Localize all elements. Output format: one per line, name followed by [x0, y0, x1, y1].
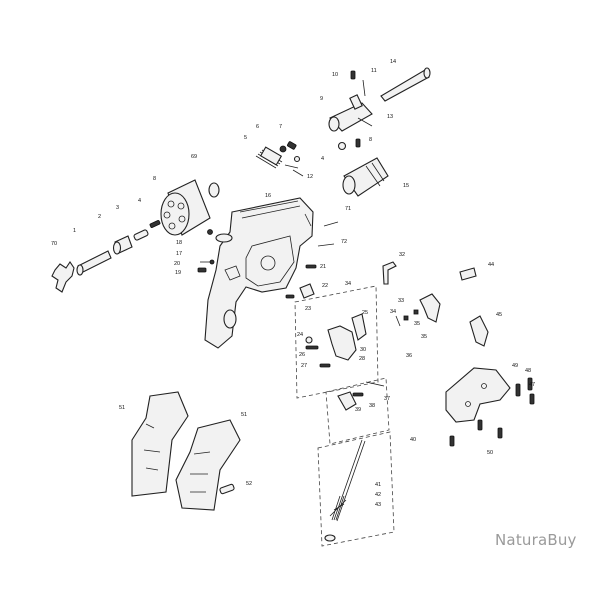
- part-number-44: 44: [488, 262, 494, 268]
- part-number-40: 40: [410, 437, 416, 443]
- part-number-12: 12: [307, 174, 313, 180]
- part-number-41: 41: [375, 482, 381, 488]
- part-number-20: 20: [174, 261, 180, 267]
- part-number-14: 14: [390, 59, 396, 65]
- part-number-9: 9: [320, 96, 323, 102]
- part-number-1: 1: [73, 228, 76, 234]
- part-number-38: 38: [369, 403, 375, 409]
- part-number-34: 34: [345, 281, 351, 287]
- part-number-4b: 4: [138, 198, 141, 204]
- part-number-27: 27: [301, 363, 307, 369]
- part-number-36: 36: [406, 353, 412, 359]
- part-number-71: 71: [345, 206, 351, 212]
- part-number-30: 30: [360, 347, 366, 353]
- side-plate: [445, 367, 535, 447]
- part-number-18: 18: [176, 240, 182, 246]
- cylinder-assembly: [51, 179, 220, 293]
- part-number-49: 49: [512, 363, 518, 369]
- part-number-69: 69: [191, 154, 197, 160]
- part-number-19: 19: [175, 270, 181, 276]
- right-parts: [382, 261, 489, 347]
- part-number-10: 10: [332, 72, 338, 78]
- part-number-5: 5: [244, 135, 247, 141]
- part-number-43: 43: [375, 502, 381, 508]
- part-number-52: 52: [246, 481, 252, 487]
- part-number-labels: 10 11 14 9 13 8 4 15 6 7 5 12 69 8 16 71…: [51, 59, 535, 508]
- part-number-23: 23: [305, 306, 311, 312]
- part-number-35b: 35: [421, 334, 427, 340]
- part-number-48: 48: [525, 368, 531, 374]
- part-number-45: 45: [496, 312, 502, 318]
- part-number-70: 70: [51, 241, 57, 247]
- part-number-50: 50: [487, 450, 493, 456]
- part-number-11: 11: [371, 68, 377, 74]
- part-number-32: 32: [399, 252, 405, 258]
- part-number-28: 28: [359, 356, 365, 362]
- watermark: NaturaBuy: [495, 531, 577, 549]
- part-number-8b: 8: [153, 176, 156, 182]
- barrel-assembly: [255, 67, 431, 197]
- revolver-frame: [204, 197, 314, 349]
- part-number-72: 72: [341, 239, 347, 245]
- part-number-39: 39: [355, 407, 361, 413]
- part-number-7: 7: [279, 124, 282, 130]
- part-number-22: 22: [322, 283, 328, 289]
- part-number-42: 42: [375, 492, 381, 498]
- part-number-51b: 51: [241, 412, 247, 418]
- part-number-6: 6: [256, 124, 259, 130]
- lock-work-group: [294, 285, 395, 547]
- part-number-34b: 34: [390, 309, 396, 315]
- part-number-51a: 51: [119, 405, 125, 411]
- part-number-21: 21: [320, 264, 326, 270]
- part-number-24: 24: [297, 332, 303, 338]
- part-number-35: 35: [414, 321, 420, 327]
- part-number-26: 26: [299, 352, 305, 358]
- part-number-15: 15: [403, 183, 409, 189]
- part-number-4: 4: [321, 156, 324, 162]
- part-number-2: 2: [98, 214, 101, 220]
- part-number-3: 3: [116, 205, 119, 211]
- frame-small-parts: [197, 221, 339, 299]
- grip-panels: [131, 391, 241, 511]
- part-number-37: 37: [384, 396, 390, 402]
- part-number-13: 13: [387, 114, 393, 120]
- part-number-47: 47: [529, 382, 535, 388]
- part-number-25: 25: [362, 310, 368, 316]
- part-number-16: 16: [265, 193, 271, 199]
- part-number-33: 33: [398, 298, 404, 304]
- part-number-17: 17: [176, 251, 182, 257]
- part-number-8: 8: [369, 137, 372, 143]
